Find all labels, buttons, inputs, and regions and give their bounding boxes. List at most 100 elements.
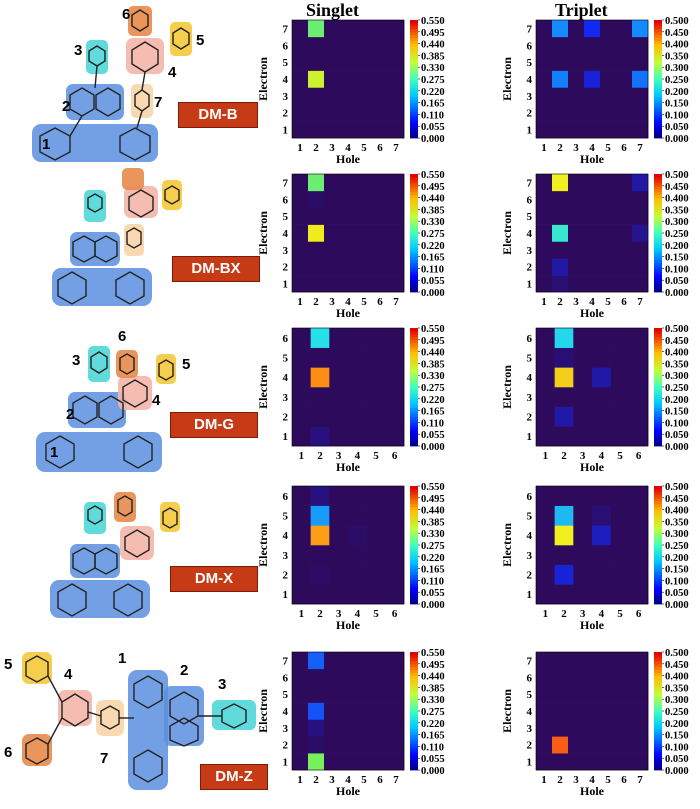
heatmap-cell <box>388 652 405 670</box>
colorbar-tick-label: 0.500 <box>665 16 689 27</box>
colorbar-segment <box>654 105 662 109</box>
heatmap-cell <box>372 702 389 720</box>
colorbar-tick-label: 0.500 <box>665 482 689 493</box>
heatmap-cell <box>385 545 405 565</box>
heatmap-cell <box>310 584 330 605</box>
colorbar-segment <box>654 401 662 406</box>
colorbar-segment <box>654 521 662 525</box>
colorbar-segment <box>410 286 418 290</box>
colorbar-segment <box>410 660 418 665</box>
colorbar-segment <box>654 719 662 724</box>
heatmap-cell <box>348 584 367 605</box>
colorbar-tick-label: 0.500 <box>665 648 689 659</box>
y-tick-label: 2 <box>527 108 533 120</box>
colorbar-segment <box>410 55 418 59</box>
colorbar-tick-label: 0.450 <box>665 494 689 505</box>
colorbar-segment <box>410 28 418 33</box>
heatmap-cell <box>600 702 617 720</box>
colorbar-segment <box>654 218 662 222</box>
heatmap-cell <box>388 702 405 720</box>
colorbar-segment <box>410 31 418 36</box>
colorbar-tick-label: 0.000 <box>665 766 689 777</box>
heatmap-cell <box>573 367 593 388</box>
colorbar-segment <box>410 740 418 744</box>
x-tick-label: 5 <box>617 450 623 462</box>
colorbar-segment <box>410 52 418 56</box>
x-tick-label: 4 <box>599 450 605 462</box>
heatmap-cell <box>632 685 649 703</box>
colorbar-segment <box>410 437 418 441</box>
heatmap-cell <box>629 545 649 565</box>
colorbar-segment <box>410 752 418 756</box>
heatmap-cell <box>632 753 649 771</box>
heatmap-cell <box>610 505 630 526</box>
colorbar-segment <box>410 731 418 735</box>
heatmap-cell <box>324 736 341 754</box>
heatmap-cell <box>348 426 367 447</box>
heatmap-cell <box>310 564 330 585</box>
y-tick-label: 6 <box>527 333 533 345</box>
heatmap-cell <box>632 104 649 122</box>
colorbar-segment <box>654 413 662 417</box>
heatmap-cell <box>536 347 555 368</box>
colorbar-segment <box>410 422 418 426</box>
heatmap-cell <box>610 406 630 427</box>
colorbar-segment <box>410 330 418 335</box>
heatmap-cell <box>310 367 330 388</box>
colorbar-segment <box>654 666 662 671</box>
colorbar-segment <box>410 666 418 671</box>
heatmap-cell <box>552 652 569 670</box>
y-tick-label: 5 <box>283 57 289 69</box>
heatmap-cell <box>600 70 617 88</box>
heatmap-cell <box>324 224 341 242</box>
y-tick-label: 4 <box>283 74 289 86</box>
heatmap-cell <box>536 53 553 71</box>
colorbar-segment <box>654 392 662 397</box>
colorbar-segment <box>410 256 418 260</box>
colorbar-segment <box>654 93 662 98</box>
colorbar-segment <box>410 562 418 567</box>
colorbar-segment <box>654 283 662 287</box>
heatmap-cell <box>340 275 357 293</box>
colorbar-segment <box>410 764 418 768</box>
heatmap-cell <box>366 545 386 565</box>
heatmap-cell <box>552 258 569 276</box>
heatmap-cell <box>584 685 601 703</box>
y-tick-label: 1 <box>283 757 289 769</box>
colorbar-segment <box>410 419 418 423</box>
heatmap-cell <box>292 685 309 703</box>
colorbar-segment <box>654 708 662 712</box>
y-tick-label: 6 <box>527 491 533 503</box>
heatmap-cell <box>308 719 325 737</box>
colorbar-segment <box>410 174 418 178</box>
colorbar-segment <box>654 194 662 198</box>
heatmap-cell <box>372 174 389 192</box>
colorbar-tick-label: 0.250 <box>665 383 689 394</box>
heatmap-cell <box>554 347 574 368</box>
colorbar-segment <box>654 494 662 499</box>
heatmap-cell <box>388 174 405 192</box>
colorbar-segment <box>654 328 662 332</box>
heatmap-cell <box>292 668 309 687</box>
colorbar-segment <box>654 357 662 361</box>
colorbar-segment <box>654 696 662 700</box>
y-tick-label: 3 <box>527 723 533 735</box>
y-tick-label: 2 <box>283 740 289 752</box>
heatmap-cell <box>356 20 373 38</box>
heatmap-cell <box>536 36 553 55</box>
heatmap-cell <box>629 426 649 447</box>
colorbar-segment <box>410 22 418 27</box>
heatmap-cell <box>610 347 630 368</box>
heatmap-cell <box>600 87 617 105</box>
x-tick-label: 7 <box>393 774 399 786</box>
x-tick-label: 6 <box>377 142 383 154</box>
heatmap-cell <box>356 207 373 225</box>
dm-z-structure <box>22 652 256 790</box>
heatmap-cell <box>573 486 593 506</box>
colorbar-segment <box>410 592 418 596</box>
heatmap-cell <box>388 258 405 276</box>
colorbar-segment <box>654 740 662 744</box>
molecule-dm-x: DM-X <box>0 480 270 640</box>
colorbar-segment <box>410 512 418 516</box>
heatmap-cell <box>632 275 649 293</box>
